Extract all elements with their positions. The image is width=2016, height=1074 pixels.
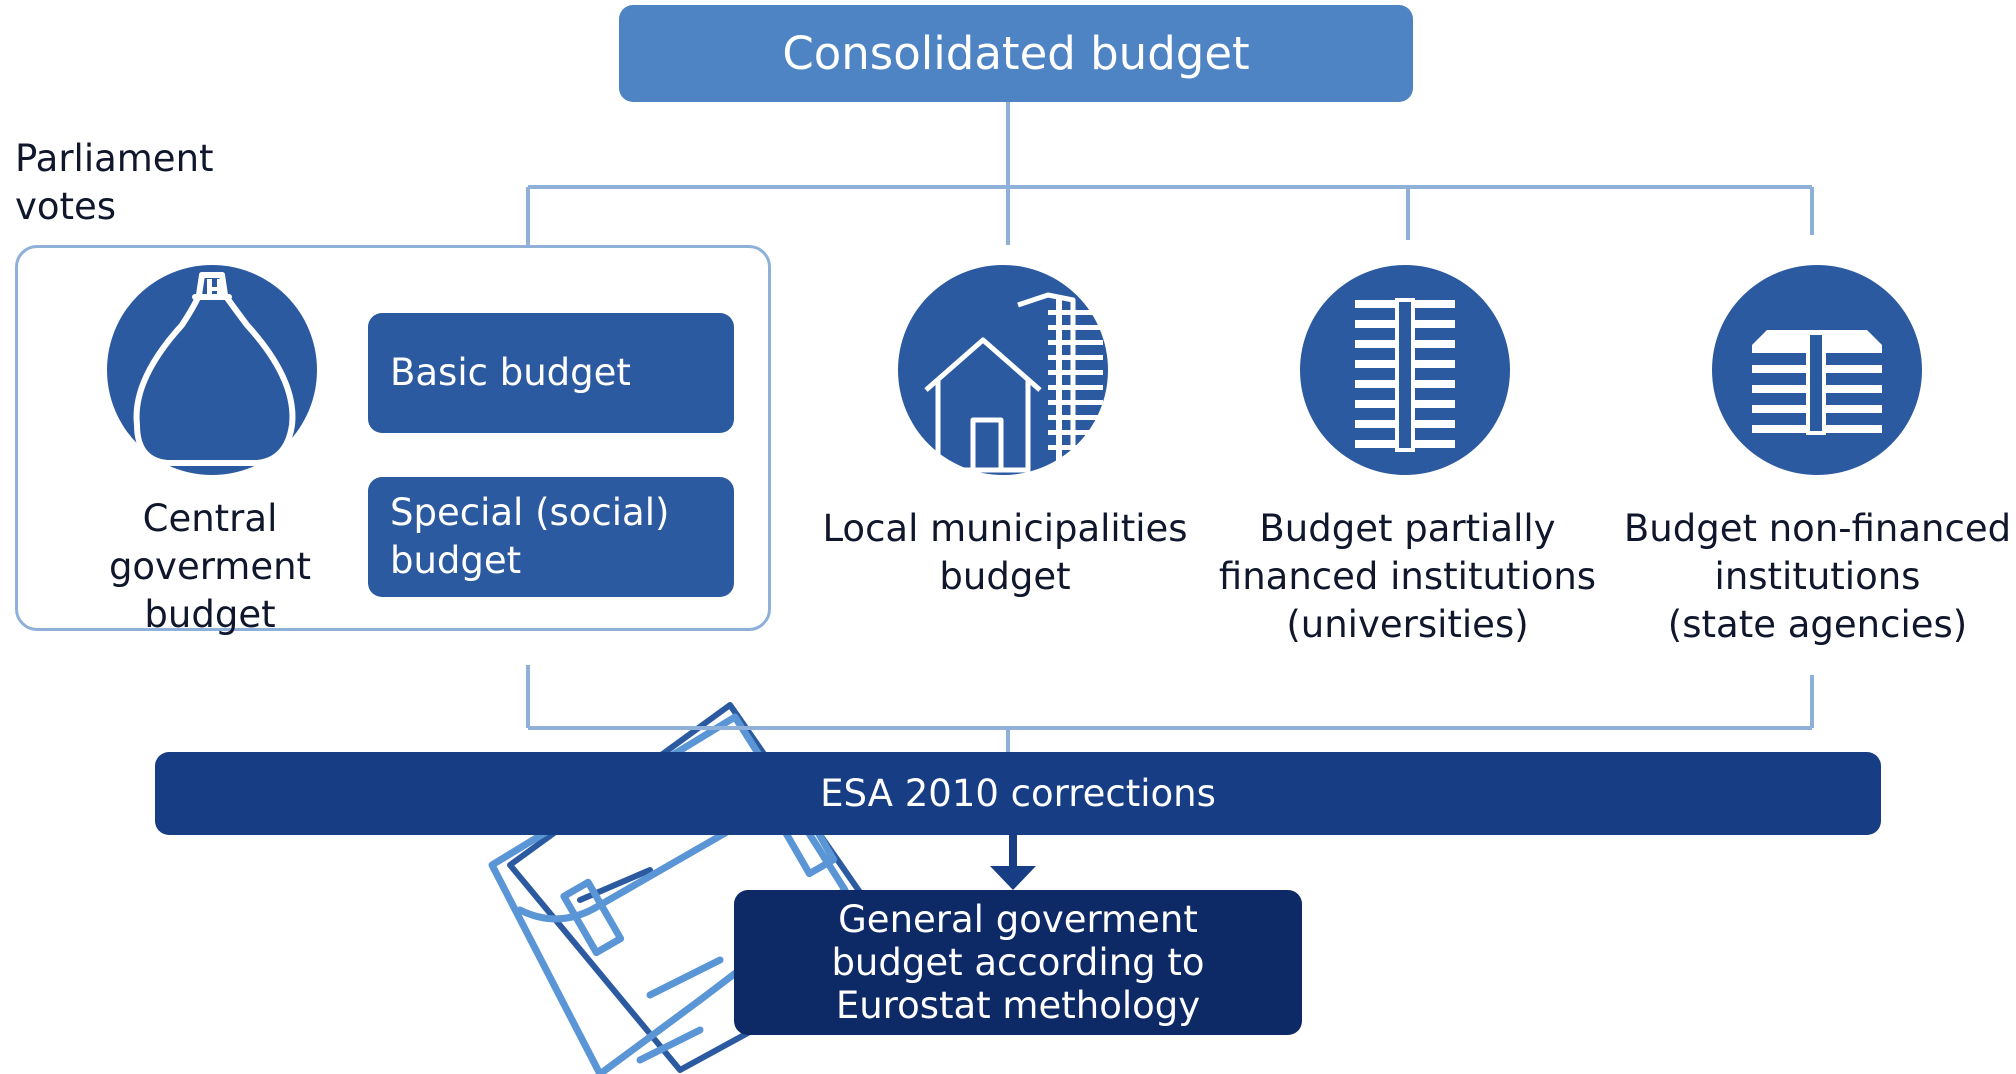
partially-financed-label: Budget partially financed institutions (…	[1218, 507, 1597, 646]
building-icon	[1355, 298, 1455, 452]
consolidated-budget-label: Consolidated budget	[782, 27, 1250, 80]
parliament-votes-label: Parliament votes	[15, 137, 214, 228]
central-government-group	[15, 245, 771, 631]
central-government-label: Central goverment budget	[108, 497, 312, 636]
wide-building-icon	[1752, 330, 1882, 435]
general-government-box: General goverment budget according to Eu…	[734, 890, 1302, 1035]
esa-corrections-box: ESA 2010 corrections	[155, 752, 1881, 835]
house-building-icon	[924, 292, 1103, 473]
esa-corrections-label: ESA 2010 corrections	[820, 772, 1216, 815]
basic-budget-box: Basic budget	[368, 313, 734, 433]
partially-financed-circle	[1300, 265, 1510, 475]
general-government-label: General goverment budget according to Eu…	[831, 898, 1205, 1027]
money-bag-icon	[133, 272, 296, 466]
basic-budget-label: Basic budget	[390, 351, 631, 394]
municipalities-circle	[898, 265, 1108, 475]
non-financed-label: Budget non-financed institutions (state …	[1623, 507, 2012, 646]
special-budget-label: Special (social) budget	[390, 491, 670, 582]
consolidated-budget-box: Consolidated budget	[619, 5, 1413, 102]
special-budget-box: Special (social) budget	[368, 477, 734, 597]
non-financed-circle	[1712, 265, 1922, 475]
municipalities-label: Local municipalities budget	[822, 507, 1188, 598]
central-government-circle	[107, 265, 317, 475]
